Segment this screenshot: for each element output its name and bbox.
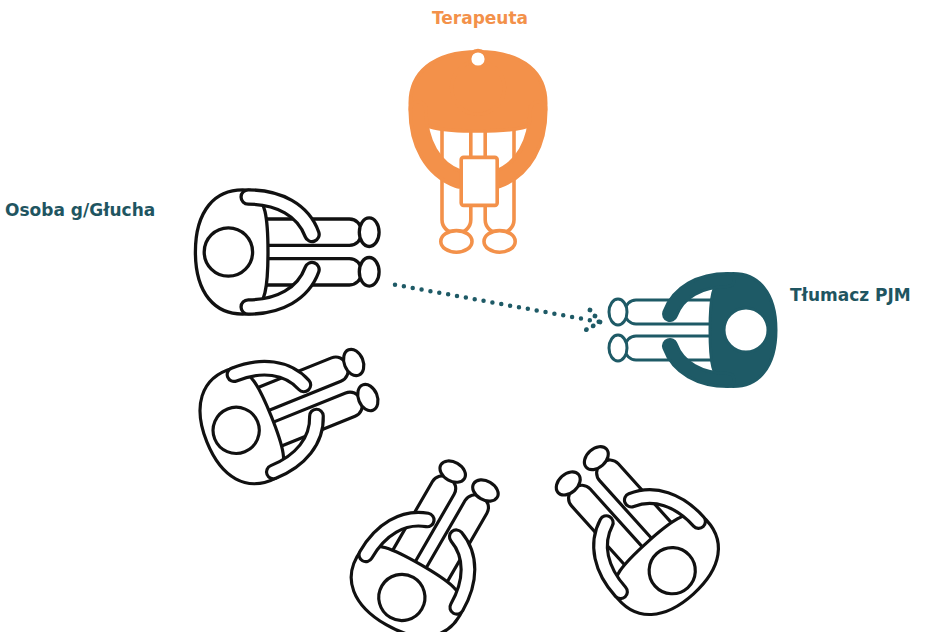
- participant-figure: [185, 322, 392, 498]
- person-label: Terapeuta: [400, 8, 560, 28]
- person-node: Tłumacz PJM: [600, 250, 925, 410]
- person-label: Tłumacz PJM: [790, 285, 925, 305]
- interpreter-figure: [609, 274, 776, 387]
- deaf-person-figure: [195, 190, 379, 314]
- participant-figure: [532, 424, 737, 632]
- person-label: Osoba g/Głucha: [5, 200, 180, 220]
- person-node: Terapeuta: [400, 0, 560, 280]
- person-node: Osoba g/Głucha: [5, 195, 395, 310]
- therapist-figure: [410, 51, 545, 253]
- dotted-arrow: [395, 285, 600, 322]
- participant-figure: [335, 443, 525, 632]
